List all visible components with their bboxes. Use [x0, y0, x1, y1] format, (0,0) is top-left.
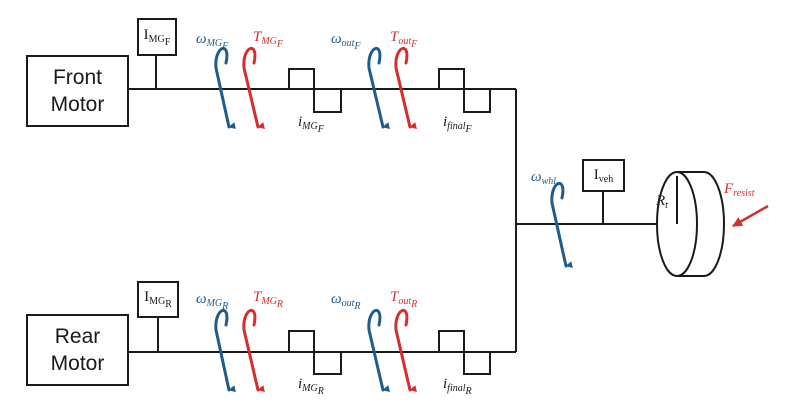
vehicle-inertia-symbol: I	[593, 166, 599, 183]
vehicle-inertia-sub: veh	[598, 173, 614, 185]
rear-inertia-subsub: R	[165, 299, 172, 310]
omega-out-r-arrow	[367, 309, 390, 392]
front-motor-box: Front Motor	[26, 55, 129, 127]
rear-motor-label-2: Motor	[50, 352, 105, 375]
axle-shaft	[515, 89, 672, 352]
omega-whl-label: ωwhl	[531, 169, 557, 187]
torque-out-f-arrow	[394, 47, 417, 129]
front-motor-label-2: Motor	[50, 93, 105, 116]
front-inertia-symbol: I	[143, 26, 149, 43]
rear-inertia-sub: MG	[149, 296, 166, 307]
omega-mg-f-label: ωMGF	[196, 31, 229, 52]
torque-out-f-label: ToutF	[390, 29, 418, 50]
wheel	[656, 171, 725, 277]
torque-out-r-label: ToutR	[390, 289, 418, 310]
front-inertia-subsub: F	[164, 36, 171, 48]
rear-motor-label-1: Rear	[54, 325, 101, 348]
torque-mg-r-arrow	[242, 309, 265, 392]
front-inertia-box: IMGF	[137, 18, 177, 56]
omega-out-f-arrow	[367, 47, 390, 129]
rear-inertia-symbol: I	[144, 289, 150, 305]
torque-out-r-arrow	[394, 309, 417, 392]
omega-mg-f-arrow	[214, 47, 236, 130]
torque-mg-r-label: TMGR	[253, 289, 284, 310]
omega-out-f-label: ωoutF	[331, 31, 361, 52]
omega-whl-arrow	[550, 182, 573, 269]
front-motor-label-1: Front	[52, 66, 102, 89]
resist-force-arrow	[732, 204, 769, 228]
rear-shaft	[128, 317, 516, 375]
rear-inertia-box: IMGR	[137, 281, 179, 318]
ratio-mg-f-label: iMGF	[298, 114, 324, 135]
rotation-arrows	[214, 47, 573, 393]
torque-mg-f-arrow	[242, 47, 265, 129]
wheel-radius-label: Rt	[656, 193, 668, 211]
omega-mg-r-label: ωMGR	[196, 291, 229, 312]
front-shaft	[128, 55, 516, 113]
omega-out-r-label: ωoutR	[331, 291, 361, 312]
vehicle-inertia-box: Iveh	[582, 159, 625, 192]
ratio-final-r-label: ifinalR	[443, 376, 472, 397]
omega-mg-r-arrow	[214, 309, 236, 393]
force-resist-label: Fresist	[724, 181, 755, 199]
ratio-final-f-label: ifinalF	[443, 114, 472, 135]
front-inertia-sub: MG	[148, 33, 165, 45]
rear-motor-box: Rear Motor	[26, 314, 129, 386]
torque-mg-f-label: TMGF	[253, 29, 284, 50]
ratio-mg-r-label: iMGR	[298, 376, 324, 397]
